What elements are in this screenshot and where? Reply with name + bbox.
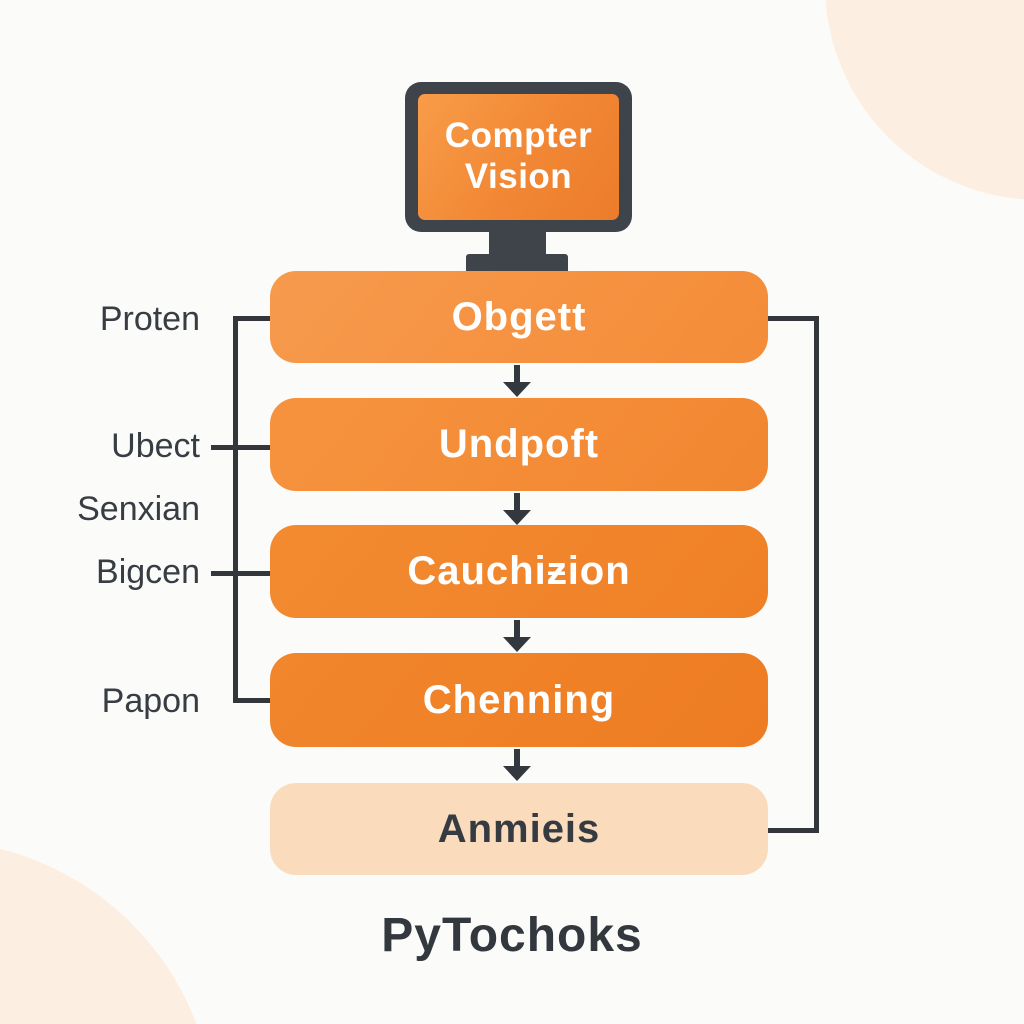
flow-step-5-label: Anmieis — [437, 806, 601, 851]
footer-title: PyTochoks — [381, 909, 643, 962]
monitor-title-line1: Compter — [444, 116, 593, 156]
connector-tick-bigcen — [211, 571, 272, 576]
monitor-stand-base — [466, 254, 568, 274]
flow-step-2-label: Undpoft — [438, 422, 600, 466]
side-label-proten: Proten — [99, 300, 200, 338]
flow-step-1: Obgett — [270, 271, 768, 363]
connector-left-top-horizontal — [233, 316, 272, 321]
flow-step-4: Chenning — [270, 653, 768, 747]
side-label-ubect: Ubect — [111, 427, 200, 465]
connector-tick-ubect — [211, 445, 272, 450]
flow-step-2: Undpoft — [270, 398, 768, 491]
side-label-senxian: Senxian — [77, 490, 200, 528]
down-arrow-icon — [503, 620, 531, 652]
flow-step-5: Anmieis — [270, 783, 768, 875]
down-arrow-icon — [503, 493, 531, 525]
monitor-title: Compter Vision — [445, 116, 592, 197]
side-label-papon: Papon — [101, 682, 200, 720]
flow-step-3: Cauchiƶion — [270, 525, 768, 618]
connector-left-bottom-horizontal — [233, 698, 272, 703]
down-arrow-icon — [503, 365, 531, 397]
flow-step-4-label: Chenning — [422, 677, 616, 722]
monitor-icon: Compter Vision — [405, 82, 632, 232]
monitor-title-line2: Vision — [464, 157, 573, 196]
connector-right-vertical — [814, 316, 819, 833]
down-arrow-icon — [503, 749, 531, 781]
flow-step-1-label: Obgett — [451, 294, 587, 339]
side-label-bigcen: Bigcen — [96, 553, 200, 591]
connector-left-vertical — [233, 316, 238, 703]
connector-right-top-horizontal — [766, 316, 819, 321]
connector-right-bottom-horizontal — [766, 828, 819, 833]
monitor-screen: Compter Vision — [418, 94, 619, 220]
decor-circle-top-right — [825, 0, 1024, 200]
flow-step-3-label: Cauchiƶion — [407, 549, 631, 593]
